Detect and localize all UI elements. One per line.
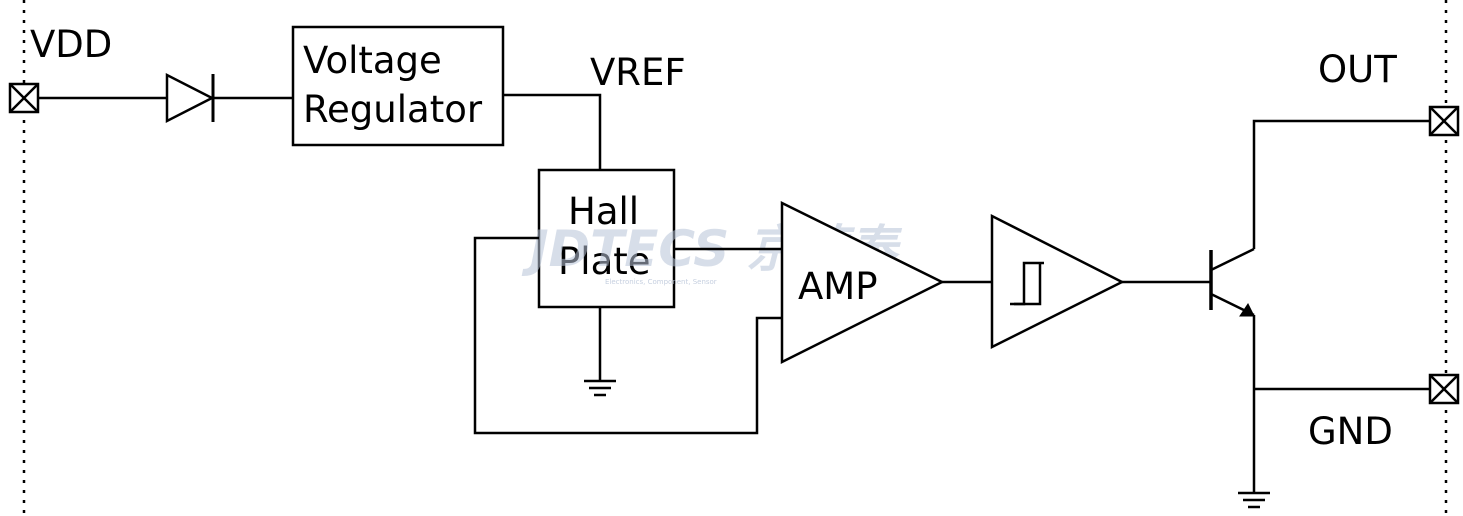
npn-transistor-symbol	[1209, 247, 1255, 317]
wire-vref	[503, 93, 602, 170]
schmitt-trigger-triangle	[990, 213, 1125, 350]
regulator-label-line1: Voltage	[303, 39, 442, 82]
amp-label: AMP	[798, 265, 878, 308]
out-label: OUT	[1318, 48, 1397, 91]
voltage-regulator-block	[291, 25, 505, 147]
amplifier-triangle	[780, 200, 945, 365]
vref-label: VREF	[590, 51, 686, 94]
ground-symbol-hall	[584, 379, 616, 397]
hall-label-line1: Hall	[568, 190, 639, 233]
out-pin	[1428, 105, 1460, 137]
gnd-label: GND	[1308, 410, 1393, 453]
gnd-pin	[1428, 373, 1460, 405]
diode-symbol	[165, 72, 215, 124]
wire-hall-amp-negative	[473, 236, 782, 435]
vdd-label: VDD	[30, 23, 112, 66]
vdd-pin	[8, 82, 40, 114]
watermark-tagline: Electronics, Component, Sensor	[605, 278, 717, 286]
hall-label-line2: Plate	[558, 240, 651, 283]
hysteresis-icon	[1010, 261, 1044, 306]
wire-collector-out	[1252, 119, 1430, 249]
ground-symbol-emitter	[1238, 491, 1270, 509]
regulator-label-line2: Regulator	[303, 88, 483, 131]
